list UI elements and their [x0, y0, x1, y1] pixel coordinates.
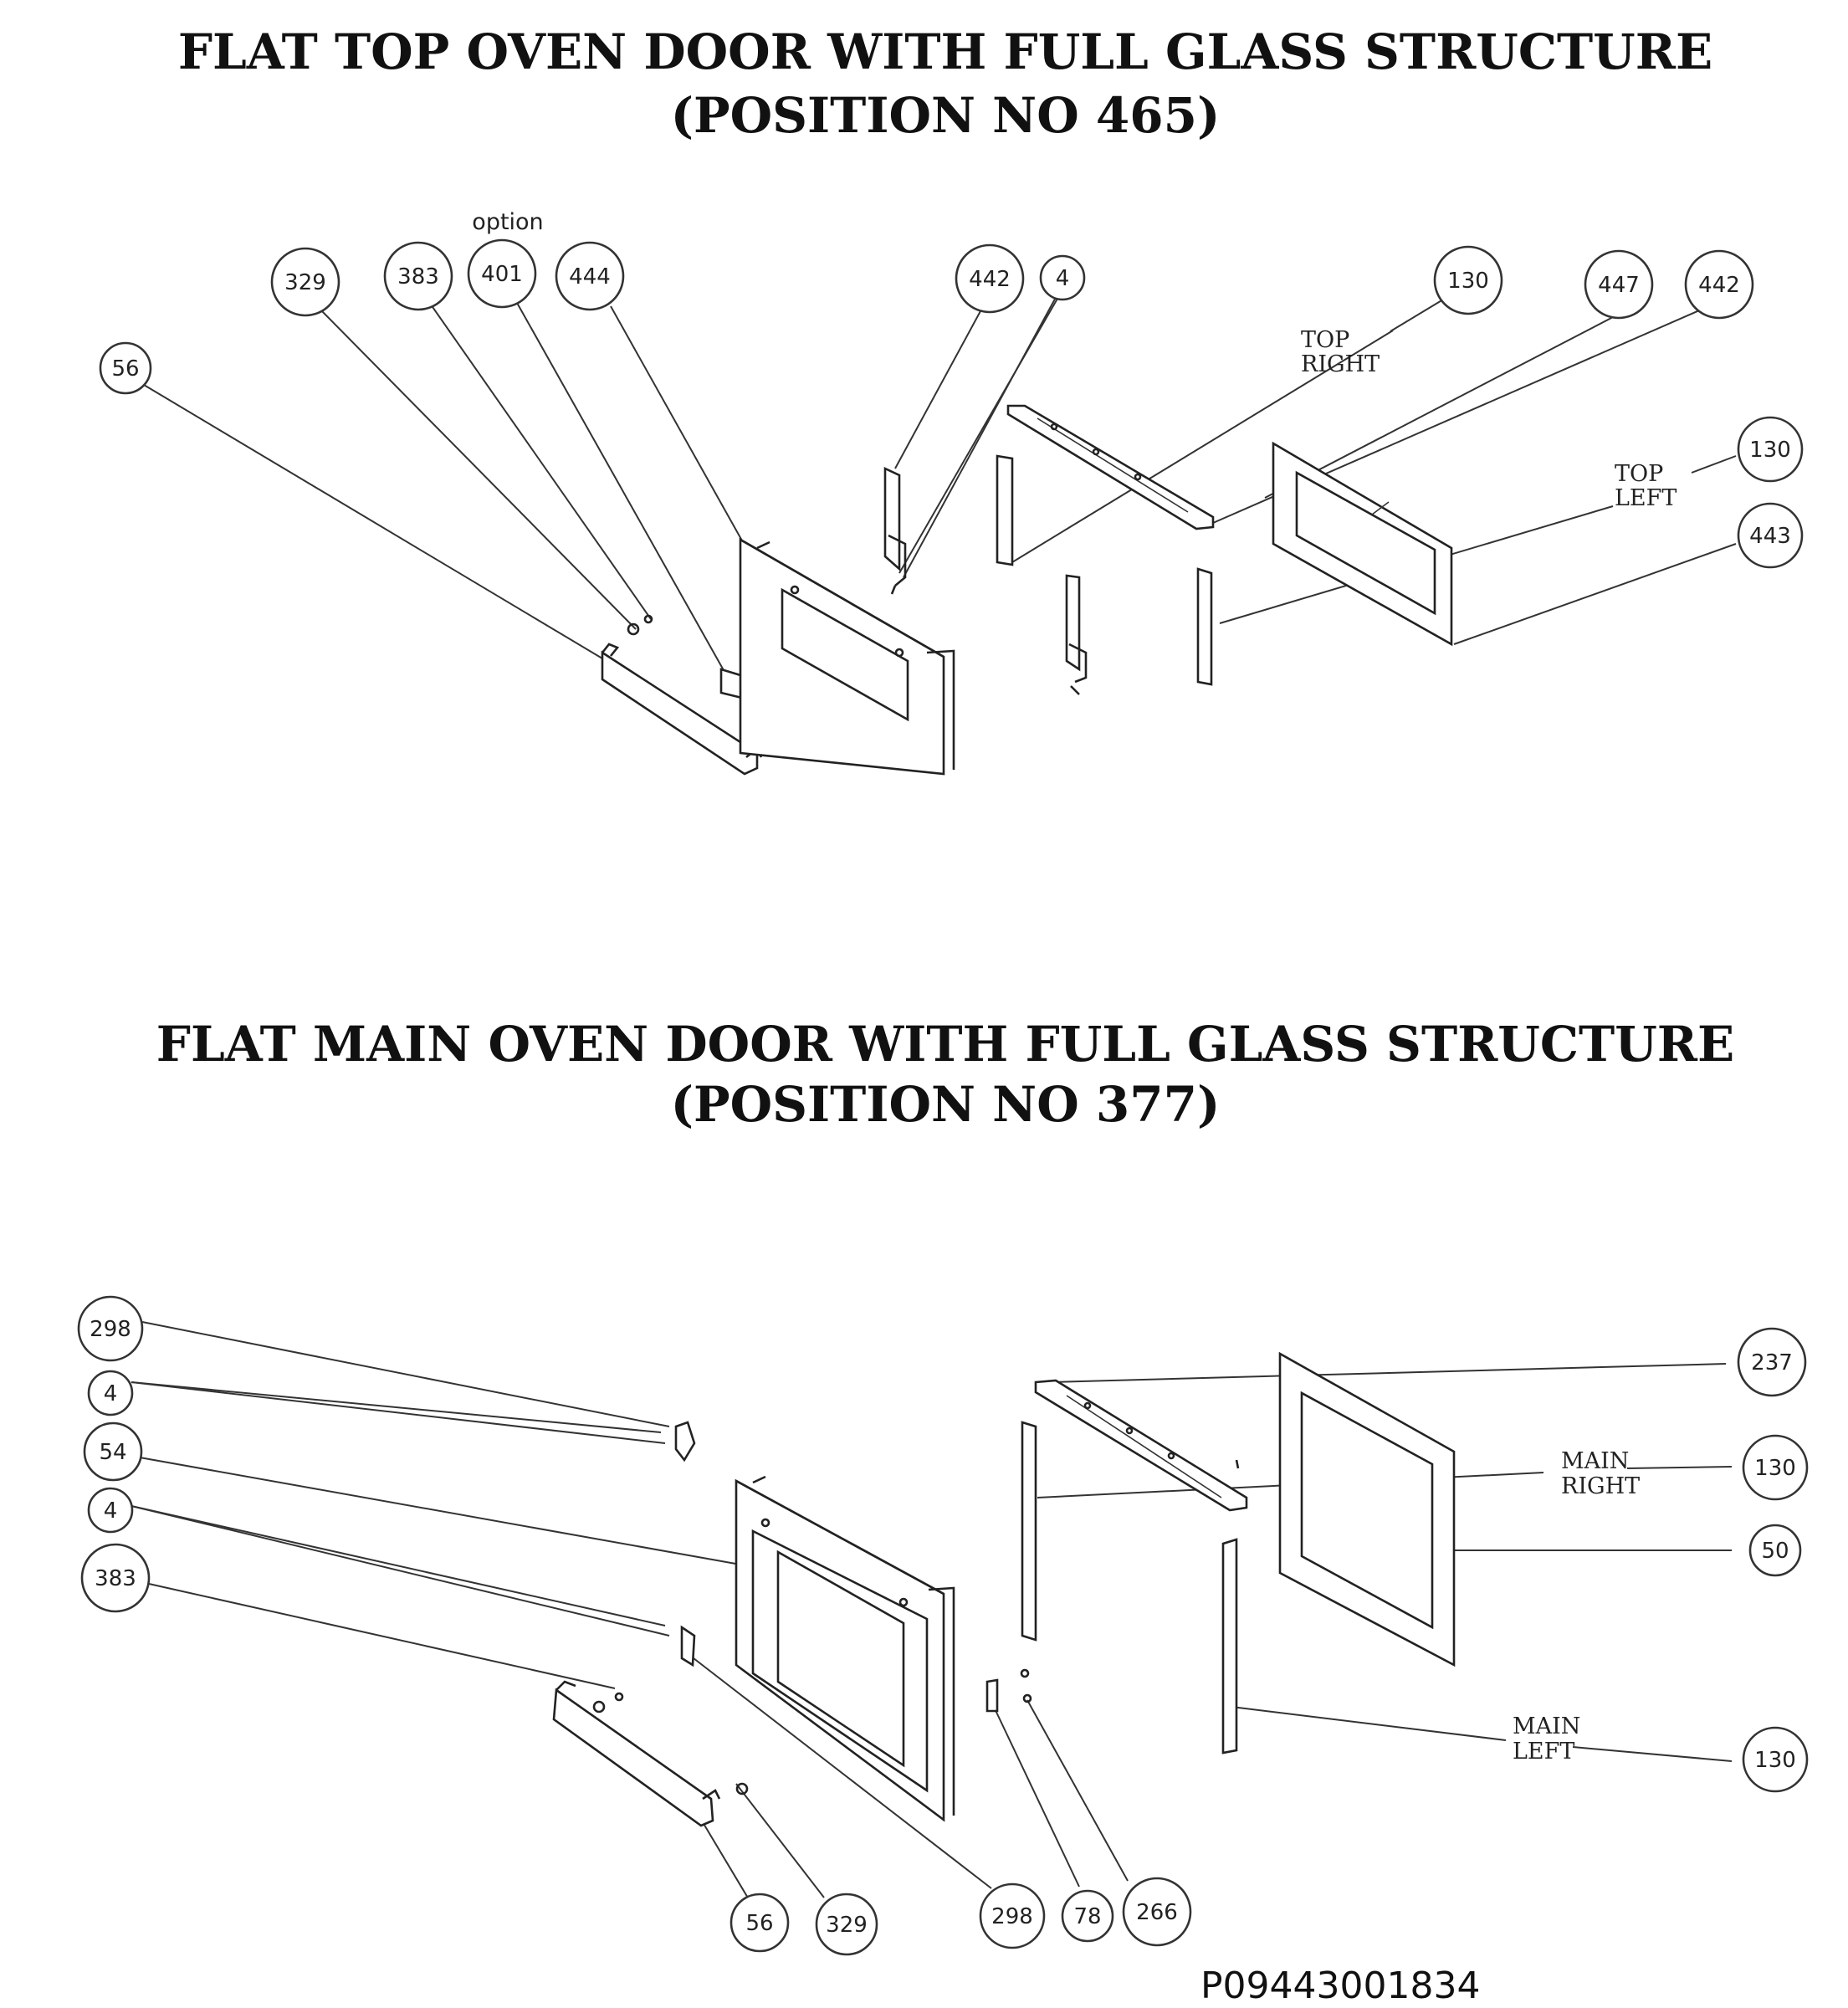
callout-number: 298	[991, 1904, 1033, 1929]
callout-54-main: 54	[83, 1421, 143, 1482]
callout-number: 383	[95, 1566, 136, 1591]
callout-383-top: 383	[383, 241, 453, 311]
callout-number: 444	[569, 264, 611, 289]
callout-383-main: 383	[80, 1543, 151, 1613]
main-hinge-parts	[985, 1668, 1032, 1713]
top-right-label-line2: RIGHT	[1301, 351, 1380, 377]
main-side-channel-right	[1221, 1538, 1238, 1754]
callout-number: 130	[1749, 438, 1791, 463]
top-side-channel-right	[1196, 567, 1213, 686]
top-title-line2: (POSITION NO 465)	[671, 87, 1221, 144]
top-hinge-right	[1065, 574, 1088, 695]
callout-number: 130	[1754, 1456, 1796, 1481]
main-left-label-line2: LEFT	[1513, 1739, 1574, 1765]
main-side-channel-left	[1021, 1421, 1037, 1642]
callout-298-main-a: 298	[77, 1295, 144, 1362]
top-left-label-line1: TOP	[1615, 461, 1663, 487]
callout-56-top: 56	[99, 341, 152, 395]
callout-237-main: 237	[1737, 1327, 1807, 1397]
main-door-handle	[552, 1680, 721, 1827]
top-side-channel-left	[996, 454, 1014, 566]
callout-number: 130	[1447, 269, 1489, 294]
callout-number: 4	[104, 1498, 118, 1524]
callout-130-top-a: 130	[1433, 245, 1503, 315]
callout-329-main: 329	[815, 1893, 878, 1956]
callout-130-main-a: 130	[1742, 1434, 1809, 1501]
callout-number: 50	[1761, 1539, 1789, 1564]
top-callouts: 56 329 383 401 444 442 4 130 447 442 130…	[99, 238, 1804, 569]
reference-code: P09443001834	[1200, 1964, 1480, 2007]
callout-444-top: 444	[555, 241, 625, 311]
callout-56-main: 56	[729, 1893, 790, 1953]
callout-298-main-b: 298	[979, 1882, 1046, 1949]
callout-442-top-b: 442	[1684, 249, 1754, 320]
callout-266-main: 266	[1122, 1877, 1192, 1947]
option-label: option	[472, 209, 543, 235]
callout-number: 56	[111, 356, 139, 382]
callout-number: 329	[826, 1913, 868, 1938]
top-door-handle	[601, 643, 763, 776]
main-right-label-line1: MAIN	[1561, 1448, 1629, 1474]
callout-number: 401	[481, 262, 523, 287]
callout-447-top: 447	[1584, 249, 1654, 320]
callout-78-main: 78	[1061, 1889, 1114, 1943]
callout-number: 298	[90, 1317, 131, 1342]
top-left-label-line2: LEFT	[1615, 485, 1677, 511]
callout-4-main-b: 4	[87, 1487, 134, 1534]
main-top-hinge-clip	[674, 1421, 696, 1462]
top-door-outer-panel	[739, 537, 955, 776]
callout-number: 442	[969, 267, 1011, 292]
main-left-label-line1: MAIN	[1513, 1713, 1580, 1739]
callout-130-top-b: 130	[1737, 416, 1804, 483]
callout-number: 56	[745, 1911, 773, 1936]
callout-number: 447	[1598, 273, 1640, 298]
main-callouts: 298 4 54 4 383 237 130 50 130 56 329 298…	[77, 1295, 1809, 1956]
top-hinge-left	[883, 466, 907, 595]
callout-number: 130	[1754, 1748, 1796, 1773]
main-rail	[1034, 1379, 1248, 1512]
callout-number: 4	[1056, 266, 1070, 291]
top-rail	[1006, 404, 1215, 530]
callout-number: 443	[1749, 524, 1791, 549]
main-glass-panel	[1278, 1351, 1456, 1667]
callout-number: 78	[1073, 1904, 1101, 1929]
main-title-line2: (POSITION NO 377)	[671, 1076, 1221, 1133]
main-title-line1: FLAT MAIN OVEN DOOR WITH FULL GLASS STRU…	[156, 1016, 1734, 1073]
main-right-label-line2: RIGHT	[1561, 1473, 1640, 1499]
main-door-outer-panel	[735, 1475, 955, 1822]
callout-number: 329	[284, 270, 326, 295]
callout-4-top: 4	[1039, 254, 1086, 301]
top-glass-panel	[1272, 441, 1453, 647]
callout-number: 237	[1751, 1350, 1793, 1375]
callout-443-top: 443	[1737, 502, 1804, 569]
callout-130-main-b: 130	[1742, 1726, 1809, 1793]
top-right-label-line1: TOP	[1301, 327, 1349, 353]
callout-4-main-a: 4	[87, 1370, 134, 1416]
main-door-screws	[592, 1692, 749, 1795]
callout-329-top: 329	[270, 247, 340, 317]
callout-number: 4	[104, 1381, 118, 1406]
main-bottom-hinge-clip	[680, 1625, 696, 1667]
callout-number: 442	[1698, 273, 1740, 298]
callout-442-top-a: 442	[955, 243, 1025, 314]
callout-50-main: 50	[1748, 1524, 1802, 1577]
callout-401-top: 401	[467, 238, 537, 309]
top-leader-lines	[143, 292, 1737, 679]
callout-number: 383	[397, 264, 439, 289]
callout-number: 266	[1136, 1900, 1178, 1925]
callout-number: 54	[99, 1440, 126, 1465]
top-title-line1: FLAT TOP OVEN DOOR WITH FULL GLASS STRUC…	[178, 23, 1712, 80]
